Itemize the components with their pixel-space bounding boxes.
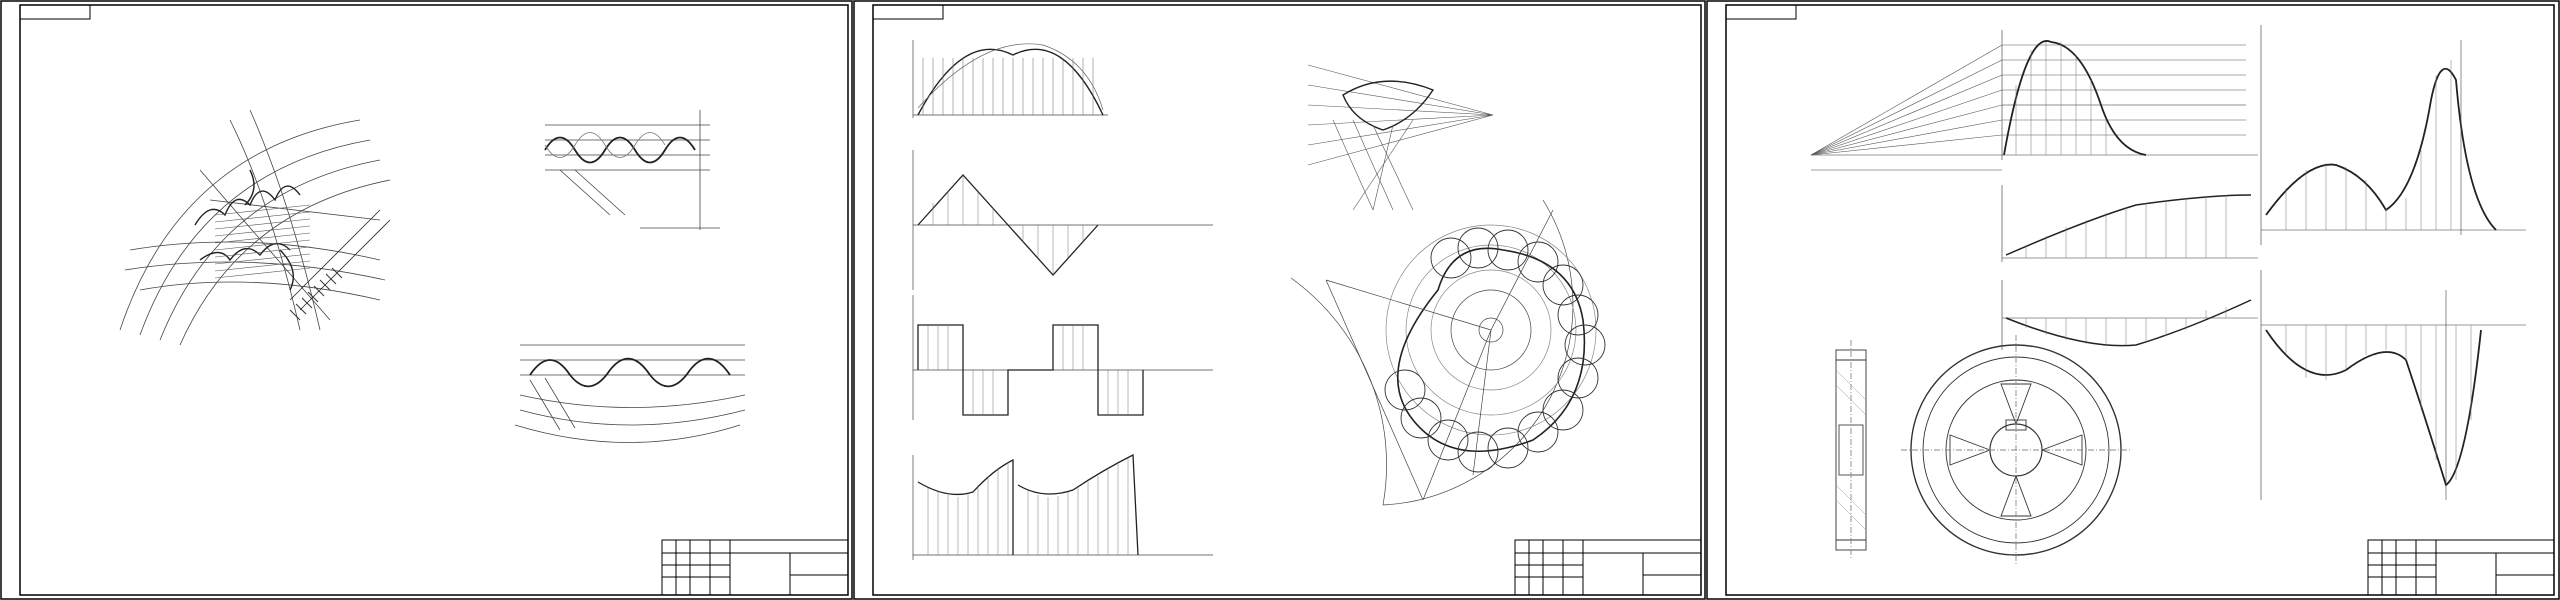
- work-graph: [2001, 185, 2258, 262]
- sheet-2-canvas: [853, 0, 1706, 600]
- sheet-2-title-block: [1514, 539, 1702, 596]
- velocity-graph: [912, 150, 1213, 290]
- gear-detail-2: [514, 344, 746, 443]
- energy-graph: [2001, 280, 2258, 350]
- sheet-1-corner-stamp-box: [19, 4, 91, 20]
- moment-graph: [1810, 30, 2258, 171]
- sheet-3-outer-border: [1706, 0, 2560, 600]
- sheet-1-title-block: [661, 539, 849, 596]
- sheet-2-inner-frame: [872, 4, 1702, 596]
- sheet-3-title-block: [2367, 539, 2555, 596]
- gear-detail-1: [544, 110, 720, 230]
- acceleration-graph: [912, 295, 1213, 420]
- sheet-3-inner-frame: [1725, 4, 2555, 596]
- sheet-3-corner-stamp-box: [1725, 4, 1797, 20]
- sheet-3-canvas: [1706, 0, 2560, 600]
- drawing-sheet-3: [1706, 0, 2560, 600]
- kinetic-graph-2: [2260, 270, 2526, 500]
- sheet-2-outer-border: [853, 0, 1706, 600]
- flywheel-drawing: [1835, 335, 2131, 565]
- drawing-sheet-2: [853, 0, 1706, 600]
- drawing-sheet-1: [0, 0, 853, 600]
- bottom-graph: [912, 453, 1213, 560]
- gear-mesh-drawing: [119, 109, 391, 346]
- cam-profile-diagram: [1290, 199, 1606, 506]
- kinetic-graph-1: [2260, 25, 2526, 245]
- cam-upper-diagram: [1307, 64, 1494, 211]
- displacement-graph: [912, 40, 1108, 118]
- sheet-1-outer-border: [0, 0, 853, 600]
- sheet-1-inner-frame: [19, 4, 849, 596]
- sheet-1-canvas: [0, 0, 853, 600]
- sheet-2-corner-stamp-box: [872, 4, 944, 20]
